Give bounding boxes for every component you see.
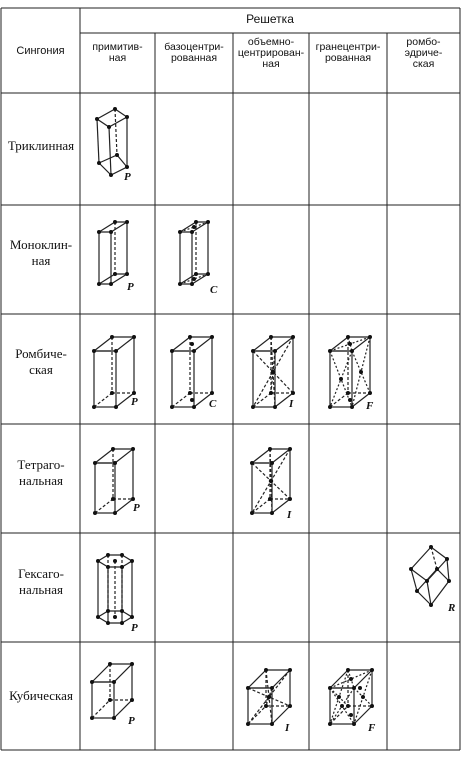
col-header-base-centered: базоцентри- рованная [164,41,224,65]
letter-orthorhombic-face-centered: F [366,400,374,412]
lattice-header: Решетка [246,12,294,26]
row-label-hexagonal: Гексаго- нальная [18,566,64,598]
cell-hexagonal-rhombohedral [409,545,451,607]
cell-monoclinic-primitive [96,220,130,286]
cell-tetragonal-body-centered [250,447,292,515]
letter-orthorhombic-body-centered: I [289,398,294,410]
letter-tetragonal-body-centered: I [287,509,292,521]
col-header-face-centered: гранецентри- рованная [315,41,381,65]
cell-hexagonal-primitive [96,553,134,625]
letter-triclinic-primitive: P [124,171,131,183]
row-label-monoclinic: Моноклин- ная [9,237,73,269]
row-label-cubic: Кубическая [9,688,73,703]
cell-triclinic-primitive [95,107,129,177]
letter-hexagonal-rhombohedral: R [448,602,456,614]
letter-hexagonal-primitive: P [131,622,138,634]
letter-cubic-primitive: P [128,715,135,727]
letter-cubic-face-centered: F [368,722,376,734]
col-header-rhombohedral: ромбо- эдриче- ская [404,36,443,71]
letter-monoclinic-base-centered: C [210,284,218,296]
letter-orthorhombic-primitive: P [131,396,138,408]
col-header-body-centered: объемно- центрирован- ная [237,36,305,71]
col-header-primitive: примитив- ная [92,41,143,65]
cell-orthorhombic-base-centered [170,335,214,409]
letter-tetragonal-primitive: P [133,502,140,514]
cell-cubic-primitive [90,662,134,720]
syngony-header: Сингония [16,45,65,57]
cell-orthorhombic-primitive [92,335,136,409]
cell-orthorhombic-body-centered [251,335,295,409]
row-label-orthorhombic: Ромбиче- ская [15,346,67,378]
row-label-triclinic: Триклинная [7,138,75,153]
letter-monoclinic-primitive: P [127,281,134,293]
letter-orthorhombic-base-centered: C [209,398,217,410]
cell-monoclinic-base-centered [177,220,211,286]
cell-cubic-body-centered [246,668,292,726]
cell-orthorhombic-face-centered [328,335,372,409]
cell-tetragonal-primitive [93,447,135,515]
row-label-tetragonal: Тетраго- нальная [17,457,65,489]
cell-cubic-face-centered [328,668,374,726]
letter-cubic-body-centered: I [285,722,290,734]
